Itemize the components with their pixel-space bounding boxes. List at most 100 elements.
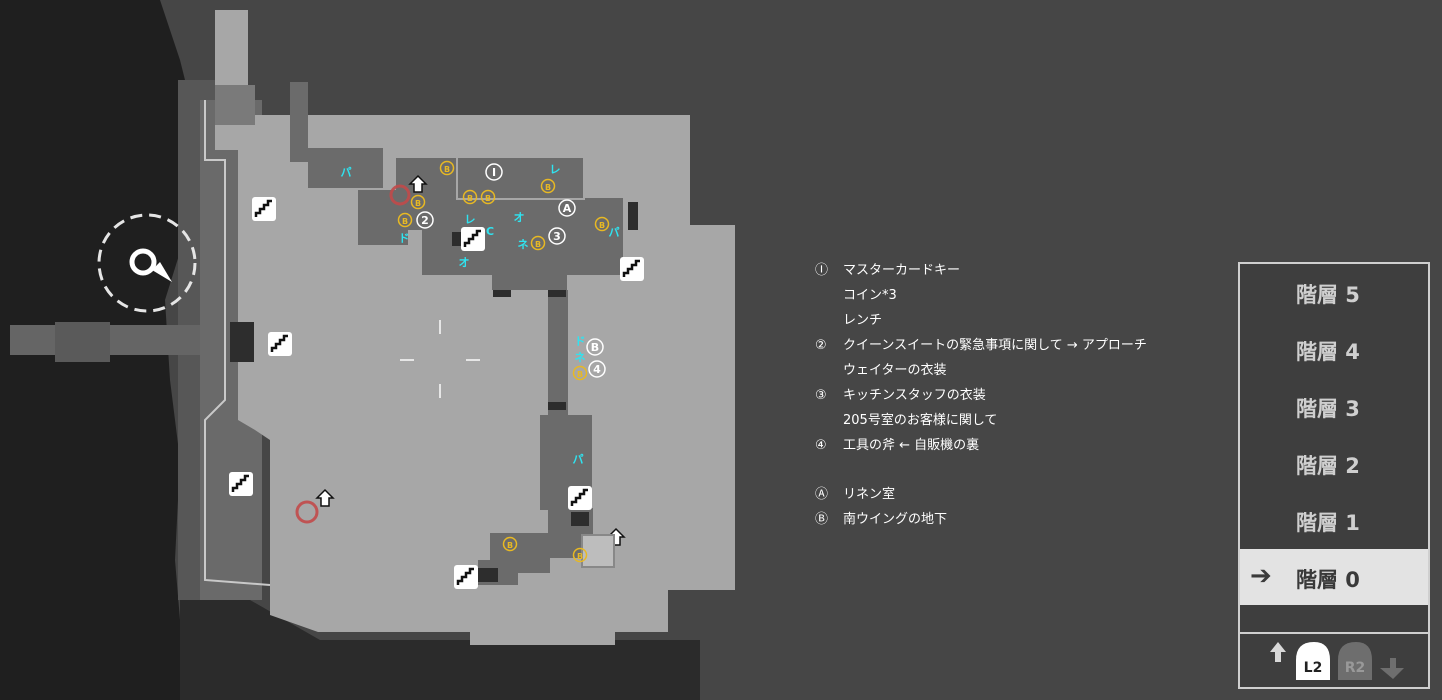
map-marker-4: B xyxy=(540,178,556,194)
legend-entry: Ⓘ マスターカードキー xyxy=(815,258,1147,283)
map-marker-label: B xyxy=(402,217,408,226)
map-marker-label: B xyxy=(444,165,450,174)
map-marker-11: レ xyxy=(465,213,476,226)
map-marker-label: オ xyxy=(459,256,470,269)
map-marker-label: 2 xyxy=(421,214,429,227)
floor-label: 階層 5 xyxy=(1296,283,1360,307)
map-marker-10: ド xyxy=(399,232,410,245)
vending-box xyxy=(581,534,615,568)
floor-label: 階層 1 xyxy=(1296,511,1360,535)
floor-option-0[interactable]: ➔階層 0 xyxy=(1240,549,1428,605)
rooms xyxy=(290,82,623,585)
map-marker-label: レ xyxy=(465,213,476,226)
map-marker-label: 3 xyxy=(553,230,561,243)
map-marker-label: B xyxy=(591,341,599,354)
map-marker-label: ド xyxy=(575,335,586,348)
legend-text: マスターカードキー xyxy=(843,263,961,278)
down-arrow-icon xyxy=(1380,658,1404,679)
floor-option-2[interactable]: 階層 2 xyxy=(1240,435,1428,491)
map-marker-24: B xyxy=(572,365,588,381)
map-marker-label: C xyxy=(486,225,494,238)
map-marker-18: B xyxy=(594,216,610,232)
l2-button[interactable]: L2 xyxy=(1296,642,1330,680)
legend-text: キッチンスタッフの衣装 xyxy=(843,388,986,403)
map-marker-16: B xyxy=(530,235,546,251)
floor-option-3[interactable]: 階層 3 xyxy=(1240,378,1428,434)
entry-block xyxy=(215,85,255,125)
corridor-west-end xyxy=(55,322,110,362)
map-marker-2: I xyxy=(485,163,503,181)
legend-entry: コイン*3 xyxy=(815,283,1147,308)
floor-option-5[interactable]: 階層 5 xyxy=(1240,264,1428,320)
map-marker-label: B xyxy=(577,552,583,561)
map-marker-27: B xyxy=(502,536,518,552)
player-marker-icon xyxy=(129,248,172,282)
map-marker-3: レ xyxy=(550,163,561,176)
terrain-bottom xyxy=(180,560,700,700)
map-marker-label: A xyxy=(563,202,572,215)
legend-text: 205号室のお客様に関して xyxy=(843,413,998,428)
floor-option-1[interactable]: 階層 1 xyxy=(1240,492,1428,548)
legend-number: ③ xyxy=(815,388,827,403)
floor-option-4[interactable]: 階層 4 xyxy=(1240,321,1428,377)
legend-text: 工具の斧 ← 自販機の裏 xyxy=(843,438,980,453)
map-marker-1: B xyxy=(439,160,455,176)
legend-number: Ⓐ xyxy=(815,487,829,502)
map-marker-label: B xyxy=(535,240,541,249)
map-marker-label: オ xyxy=(514,211,525,224)
map-marker-7: B xyxy=(410,194,426,210)
map-marker-label: パ xyxy=(341,166,352,179)
map-marker-label: B xyxy=(485,194,491,203)
map-marker-label: B xyxy=(415,199,421,208)
map-marker-25: 4 xyxy=(588,360,606,378)
r2-button[interactable]: R2 xyxy=(1338,642,1372,680)
legend-entry: ③ キッチンスタッフの衣装 xyxy=(815,383,1147,408)
map-marker-label: パ xyxy=(573,453,584,466)
map-marker-label: B xyxy=(467,194,473,203)
legend-text: レンチ xyxy=(843,313,883,328)
up-arrow-icon xyxy=(1270,642,1286,662)
map-marker-17: 3 xyxy=(548,227,566,245)
legend-entry: ④ 工具の斧 ← 自販機の裏 xyxy=(815,433,1147,458)
map-marker-26: パ xyxy=(573,453,584,466)
legend-text: 南ウイングの地下 xyxy=(843,512,948,527)
map-marker-label: I xyxy=(492,166,496,179)
floor-label: 階層 4 xyxy=(1296,340,1360,364)
up-arrow-icons xyxy=(315,174,626,546)
floor-controls: L2 R2 xyxy=(1240,632,1428,687)
map-marker-6: B xyxy=(480,189,496,205)
trigger-buttons: L2 R2 xyxy=(1270,642,1404,680)
map-marker-20: オ xyxy=(459,256,470,269)
map-marker-21: ド xyxy=(575,335,586,348)
legend-entry: 205号室のお客様に関して xyxy=(815,408,1147,433)
map-marker-14: A xyxy=(558,199,576,217)
legend-entry: ウェイターの衣装 xyxy=(815,358,1147,383)
legend-number: ④ xyxy=(815,438,827,453)
walkway-outline xyxy=(204,100,271,586)
legend-number: ② xyxy=(815,338,827,353)
floor-label: 階層 2 xyxy=(1296,454,1360,478)
legend-number: Ⓑ xyxy=(815,512,829,527)
map-marker-15: ネ xyxy=(518,238,529,251)
legend-number: Ⓘ xyxy=(815,263,829,278)
map-marker-13: オ xyxy=(514,211,525,224)
map-marker-label: B xyxy=(545,183,551,192)
map-marker-label: ネ xyxy=(518,238,529,251)
legend-text: コイン*3 xyxy=(843,288,897,303)
map-marker-label: ド xyxy=(399,232,410,245)
map-marker-label: パ xyxy=(609,226,620,239)
map-marker-label: B xyxy=(599,221,605,230)
floor-selector: 階層 5 階層 4 階層 3 階層 2 階層 1 ➔階層 0 L2 R2 xyxy=(1238,262,1430,689)
map-marker-19: パ xyxy=(609,226,620,239)
legend-text: リネン室 xyxy=(843,487,896,502)
l2-label: L2 xyxy=(1304,660,1323,676)
stairs-icons xyxy=(229,197,644,589)
crosshair xyxy=(400,320,480,398)
map-marker-9: B xyxy=(397,212,413,228)
legend-entry: Ⓐ リネン室 xyxy=(815,482,1147,507)
map-marker-12: C xyxy=(486,225,494,238)
